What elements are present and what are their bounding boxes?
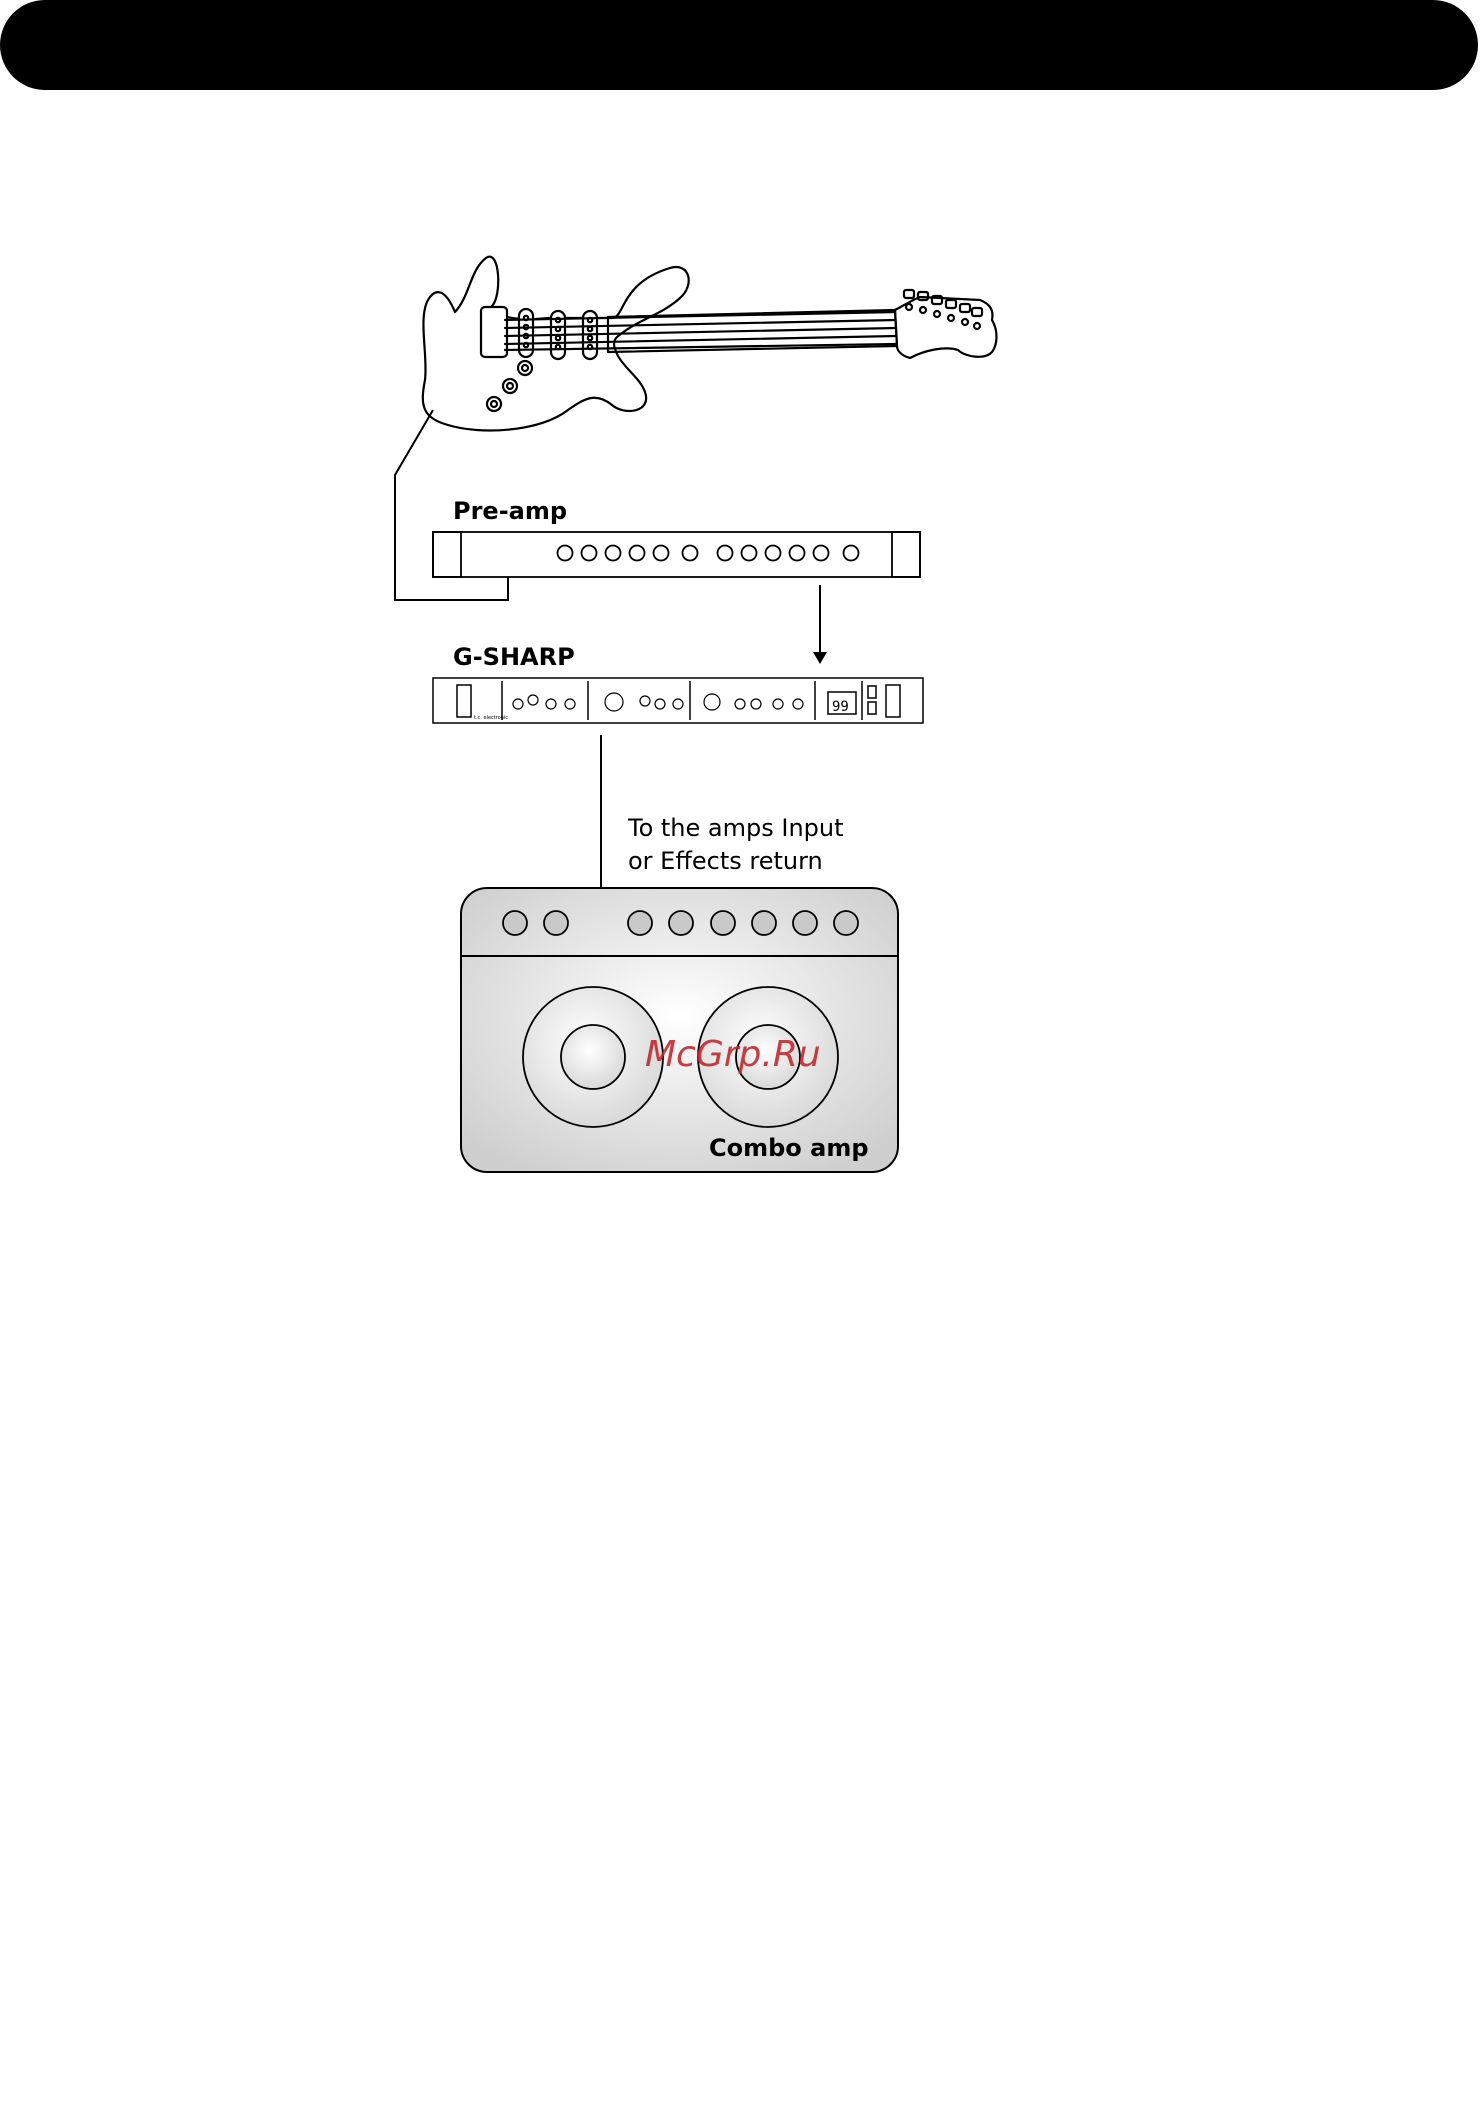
electric-guitar-icon	[423, 257, 997, 431]
guitar-knob-1	[518, 361, 532, 375]
gsharp-display-value: 99	[832, 699, 849, 715]
speaker-left	[523, 987, 663, 1127]
guitar-knob-2	[503, 379, 517, 393]
guitar-plate	[481, 307, 507, 357]
watermark-text: McGrp.Ru	[645, 1034, 821, 1075]
combo-amp	[461, 888, 898, 1172]
combo-amp-label: Combo amp	[709, 1134, 869, 1162]
header-bar	[0, 0, 1478, 90]
annotation-line-1: To the amps Input	[627, 814, 844, 842]
guitar-knob-3	[487, 397, 501, 411]
gsharp-brand: t.c. electronic	[474, 715, 508, 721]
tuner-pegs	[904, 290, 982, 329]
preamp-label: Pre-amp	[453, 497, 567, 525]
preamp-unit	[433, 532, 920, 577]
annotation-line-2: or Effects return	[628, 847, 823, 875]
combo-amp-knobs	[503, 911, 858, 935]
gsharp-label: G-SHARP	[453, 643, 575, 671]
